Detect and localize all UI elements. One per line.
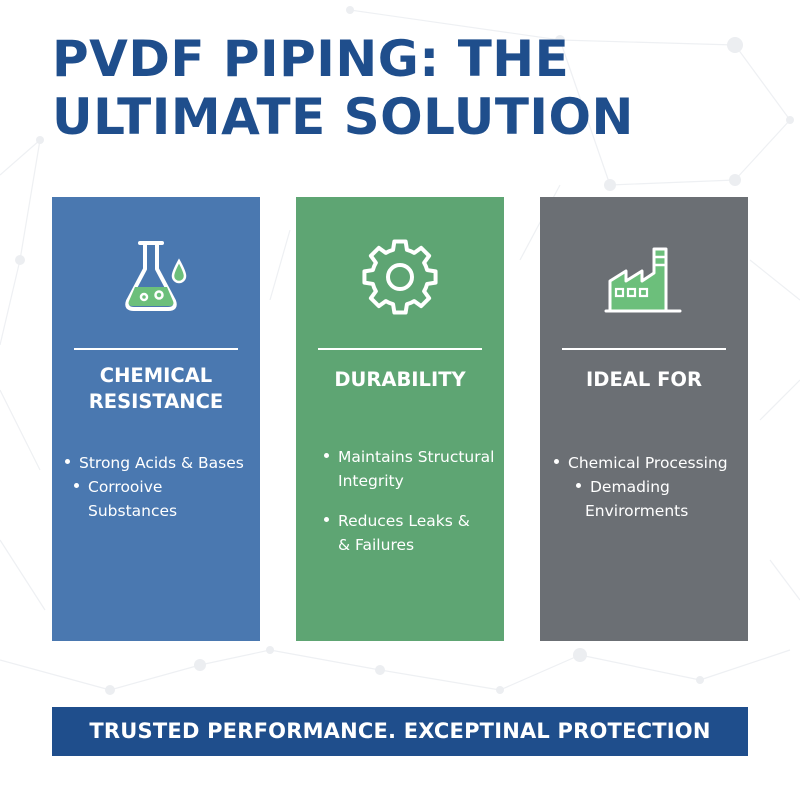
bullet-list: Maintains Structural Integrity Reduces L…	[296, 445, 504, 557]
divider	[74, 348, 238, 350]
list-item: Demading Envirorments	[540, 475, 748, 523]
card-heading: CHEMICAL RESISTANCE	[52, 363, 260, 415]
bullet-dot	[576, 483, 581, 488]
gear-icon	[362, 239, 438, 315]
list-item: Corrooive Substances	[52, 475, 260, 523]
durability-card: DURABILITY Maintains Structural Integrit…	[296, 197, 504, 641]
card-heading-line: CHEMICAL	[99, 364, 213, 387]
bullet-dot	[74, 483, 79, 488]
card-heading-line: IDEAL FOR	[586, 368, 702, 391]
list-item: Strong Acids & Bases	[52, 451, 260, 475]
bullet-dot	[65, 459, 70, 464]
bullet-dot	[324, 517, 329, 522]
gear-outline	[362, 239, 438, 315]
title-line-2: ULTIMATE SOLUTION	[52, 88, 634, 146]
card-heading: IDEAL FOR	[540, 367, 748, 393]
bullet-dot	[324, 453, 329, 458]
list-item: Reduces Leaks & & Failures	[296, 509, 504, 557]
list-item: Chemical Processing	[540, 451, 748, 475]
page-title: PVDF PIPING: THE ULTIMATE SOLUTION	[52, 30, 634, 146]
title-line-1: PVDF PIPING: THE	[52, 30, 570, 88]
divider	[562, 348, 726, 350]
factory-icon	[604, 247, 682, 313]
flask-icon	[125, 241, 187, 311]
divider	[318, 348, 482, 350]
card-heading-line: DURABILITY	[334, 368, 466, 391]
chemical-resistance-card: CHEMICAL RESISTANCE Strong Acids & Bases…	[52, 197, 260, 641]
bullet-list: Chemical Processing Demading Envirorment…	[540, 451, 748, 523]
bullet-dot	[554, 459, 559, 464]
card-heading-line: RESISTANCE	[88, 390, 224, 413]
bullet-list: Strong Acids & Bases Corrooive Substance…	[52, 451, 260, 523]
list-item: Maintains Structural Integrity	[296, 445, 504, 493]
card-heading: DURABILITY	[296, 367, 504, 393]
tagline-banner: TRUSTED PERFORMANCE. EXCEPTINAL PROTECTI…	[52, 707, 748, 756]
ideal-for-card: IDEAL FOR Chemical Processing Demading E…	[540, 197, 748, 641]
